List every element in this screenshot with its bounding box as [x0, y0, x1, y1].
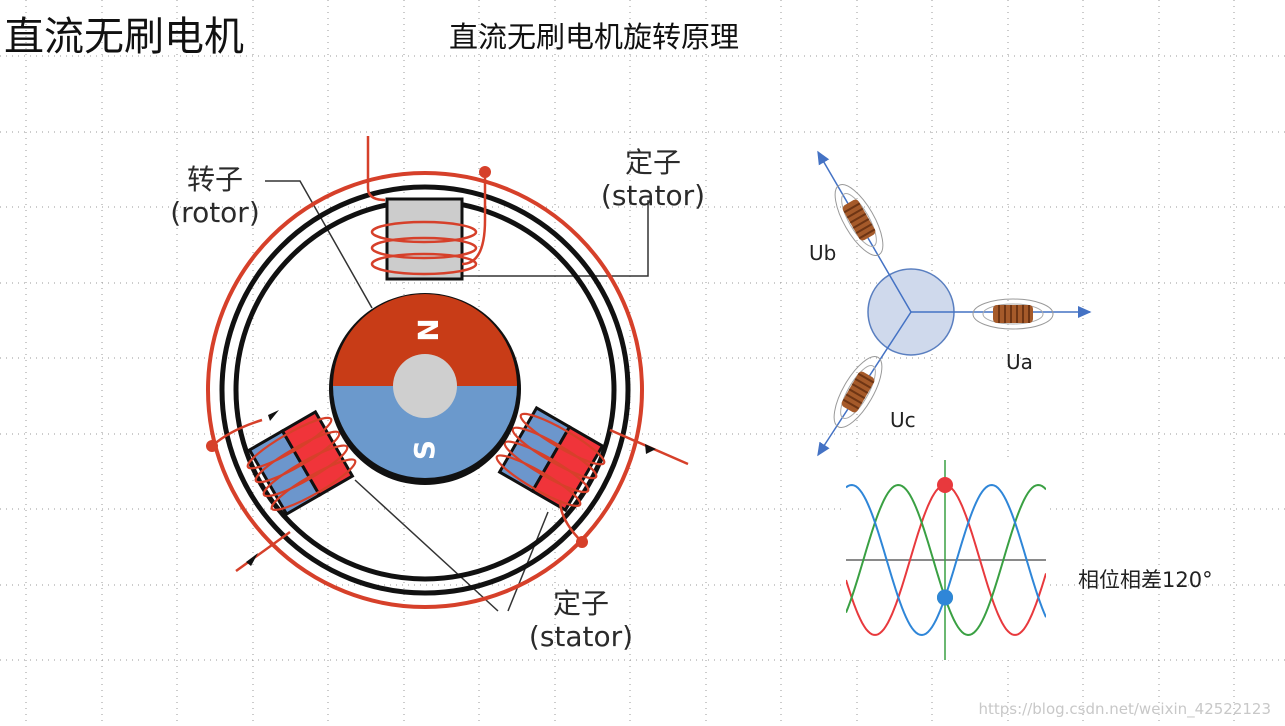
phase-difference-caption: 相位相差120°	[1078, 568, 1213, 592]
phasor-uc-label: Uc	[890, 408, 916, 432]
three-phase-waveform	[846, 460, 1046, 660]
watermark: https://blog.csdn.net/weixin_42522123	[978, 700, 1271, 718]
phasor-ub-label: Ub	[809, 241, 837, 265]
stator-ring-outer	[219, 184, 631, 596]
outer-wire-ring	[206, 171, 644, 609]
page-title: 直流无刷电机	[4, 14, 244, 60]
magnet-north-label: N	[411, 318, 444, 341]
coil-ub-icon	[834, 184, 884, 256]
rotor-label-cn: 转子	[186, 163, 243, 196]
rotor-magnet	[329, 293, 521, 485]
stator-coil-top	[366, 136, 491, 281]
phase-wave-blue-marker	[937, 589, 953, 606]
rotor-label: 转子 (rotor)	[160, 163, 270, 229]
rotor-label-en: (rotor)	[170, 196, 260, 229]
phase-wave-red-marker	[937, 477, 953, 493]
stator-label-top: 定子 (stator)	[588, 146, 718, 212]
coil-uc-icon	[833, 356, 883, 428]
stator-coil-right	[495, 405, 606, 513]
phasor-ua-label: Ua	[1006, 350, 1033, 374]
stator-label-top-cn: 定子	[624, 146, 681, 179]
stator-coil-left	[246, 409, 357, 517]
stator-label-top-en: (stator)	[600, 179, 706, 212]
stator-label-bottom-cn: 定子	[552, 587, 609, 620]
stator-label-bottom-en: (stator)	[528, 620, 634, 653]
magnet-south-label: S	[408, 440, 441, 460]
coil-ua-icon	[972, 298, 1054, 330]
stator-label-bottom: 定子 (stator)	[516, 587, 646, 653]
slide-subtitle: 直流无刷电机旋转原理	[449, 20, 740, 54]
